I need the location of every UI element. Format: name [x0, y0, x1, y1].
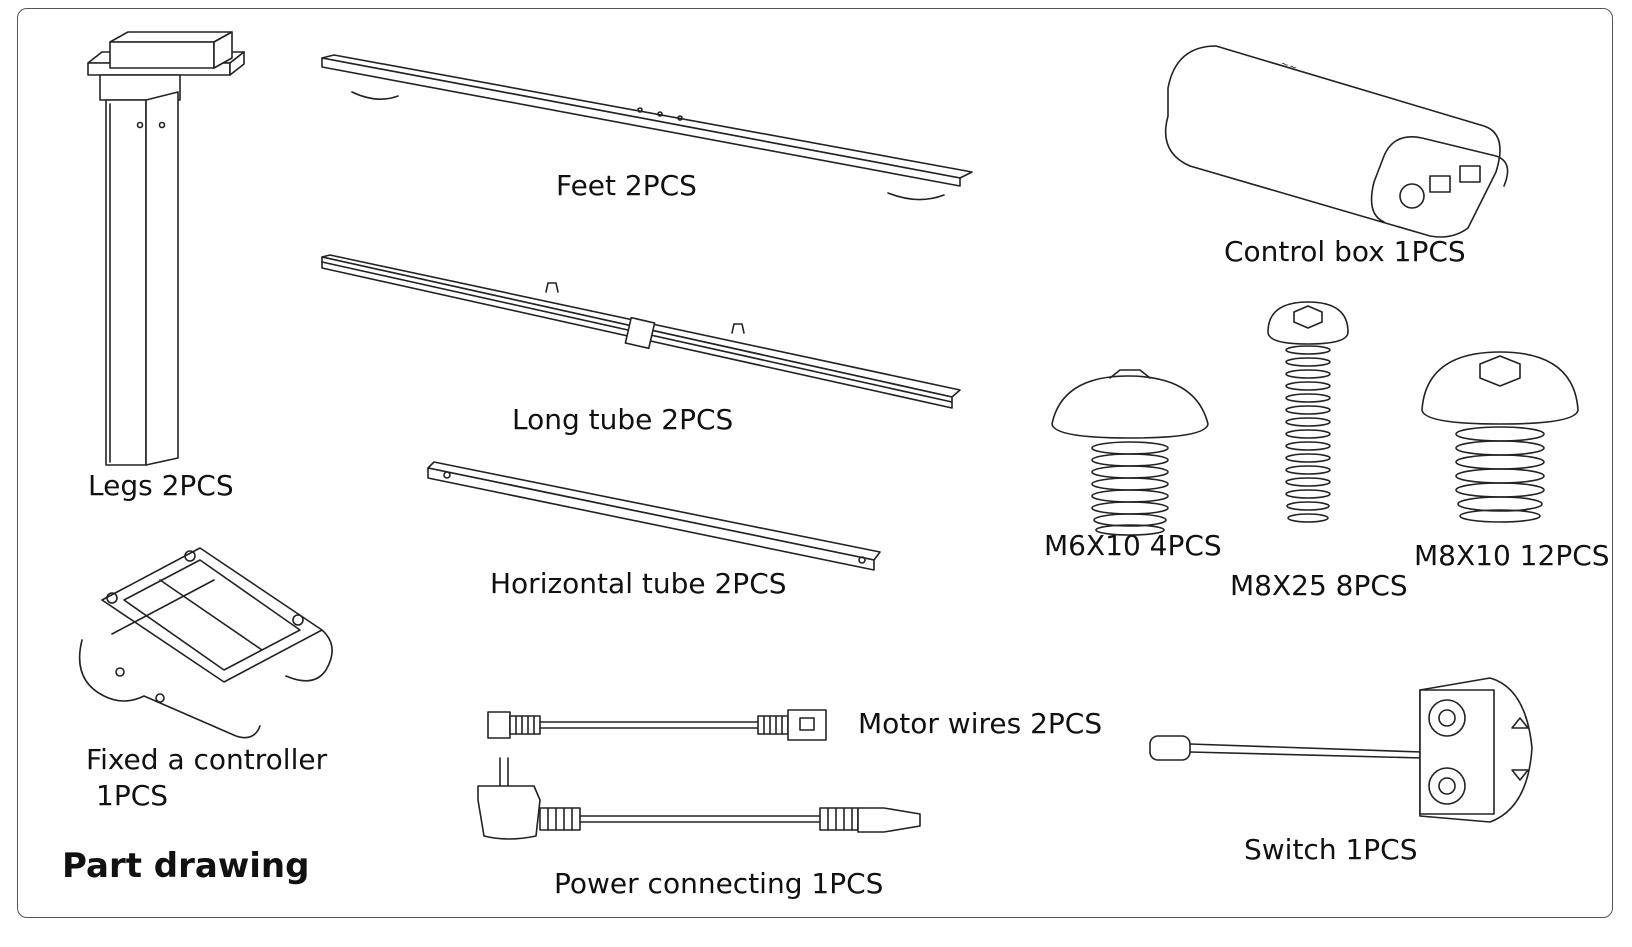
long-tube-label: Long tube 2PCS: [512, 403, 734, 436]
motor-wire-drawing: [487, 709, 827, 741]
drawing-frame: [17, 8, 1613, 918]
motor-wires-label: Motor wires 2PCS: [858, 707, 1103, 740]
m6x10-screw-drawing: [1051, 369, 1209, 536]
m8x25-label: M8X25 8PCS: [1230, 569, 1408, 602]
long-tube-drawing: [321, 254, 961, 409]
horizontal-tube-drawing: [427, 461, 881, 571]
m8x10-label: M8X10 12PCS: [1414, 539, 1610, 572]
leg-drawing: [87, 31, 245, 466]
power-connecting-label: Power connecting 1PCS: [554, 867, 884, 900]
svg-text:~~: ~~: [1279, 58, 1298, 74]
legs-label: Legs 2PCS: [88, 469, 234, 502]
fixed-controller-qty-label: 1PCS: [96, 779, 169, 812]
control-box-drawing: ~~: [1164, 45, 1509, 238]
m8x25-screw-drawing: [1267, 301, 1349, 523]
m8x10-screw-drawing: [1421, 351, 1579, 523]
control-box-label: Control box 1PCS: [1224, 235, 1466, 268]
controller-bracket-drawing: [78, 547, 333, 739]
feet-label: Feet 2PCS: [556, 169, 697, 202]
page-title: Part drawing: [62, 846, 310, 886]
horizontal-tube-label: Horizontal tube 2PCS: [490, 567, 787, 600]
feet-drawing: [321, 54, 973, 201]
m6x10-label: M6X10 4PCS: [1044, 529, 1222, 562]
power-cord-drawing: [477, 757, 921, 840]
switch-label: Switch 1PCS: [1244, 833, 1418, 866]
fixed-controller-label: Fixed a controller: [86, 743, 328, 776]
switch-drawing: [1149, 677, 1533, 823]
